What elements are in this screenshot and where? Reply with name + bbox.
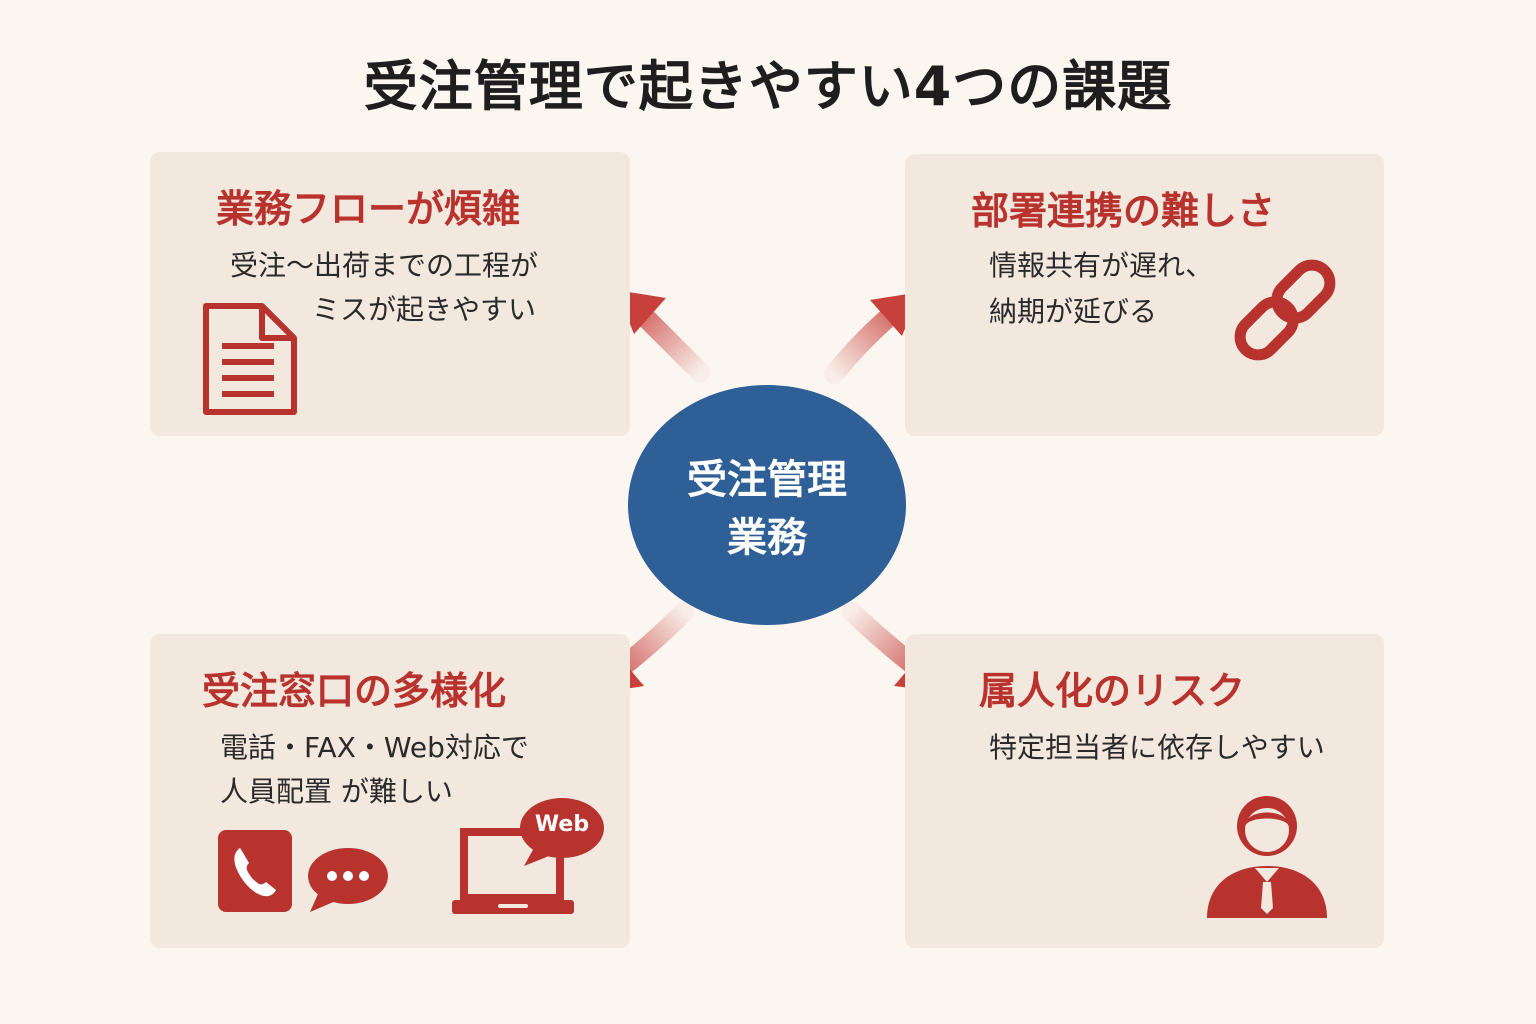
web-bubble-icon [520, 798, 604, 866]
card-text-line2: 人員配置 が難しい [220, 775, 453, 808]
card-text-line2: 納期が延びる [989, 295, 1158, 328]
card-title: 属人化のリスク [979, 669, 1246, 713]
laptop-icon [452, 828, 574, 914]
chat-bubble-icon [308, 848, 388, 912]
center-label-line1: 受注管理 [687, 457, 847, 503]
web-badge-label: Web [534, 812, 590, 837]
card-title: 部署連携の難しさ [971, 189, 1276, 233]
card-text-line1: 受注〜出荷までの工程が [230, 249, 539, 282]
card-text-line1: 情報共有が遅れ、 [989, 249, 1214, 282]
center-label-line2: 業務 [727, 515, 807, 561]
card-text-line1: 特定担当者に依存しやすい [989, 731, 1325, 764]
center-node: 受注管理 業務 [628, 385, 906, 625]
chain-link-icon [1234, 259, 1336, 361]
card-text-line1: 電話・FAX・Web対応で [220, 731, 529, 764]
card-title: 業務フローが煩雑 [216, 187, 521, 231]
card-title: 受注窓口の多様化 [202, 669, 507, 713]
document-icon [203, 303, 297, 415]
card-order-channels: 受注窓口の多様化 電話・FAX・Web対応で 人員配置 が難しい Web [150, 634, 630, 948]
card-workflow-complex: 業務フローが煩雑 受注〜出荷までの工程が ミスが起きやすい [150, 152, 630, 436]
card-text-line2: ミスが起きやすい [312, 293, 537, 326]
page-title: 受注管理で起きやすい4つの課題 [363, 55, 1173, 118]
person-icon [1207, 796, 1327, 918]
phone-icon [218, 830, 292, 912]
card-dependency-risk: 属人化のリスク 特定担当者に依存しやすい [905, 634, 1384, 948]
card-department-coordination: 部署連携の難しさ 情報共有が遅れ、 納期が延びる [905, 154, 1384, 436]
